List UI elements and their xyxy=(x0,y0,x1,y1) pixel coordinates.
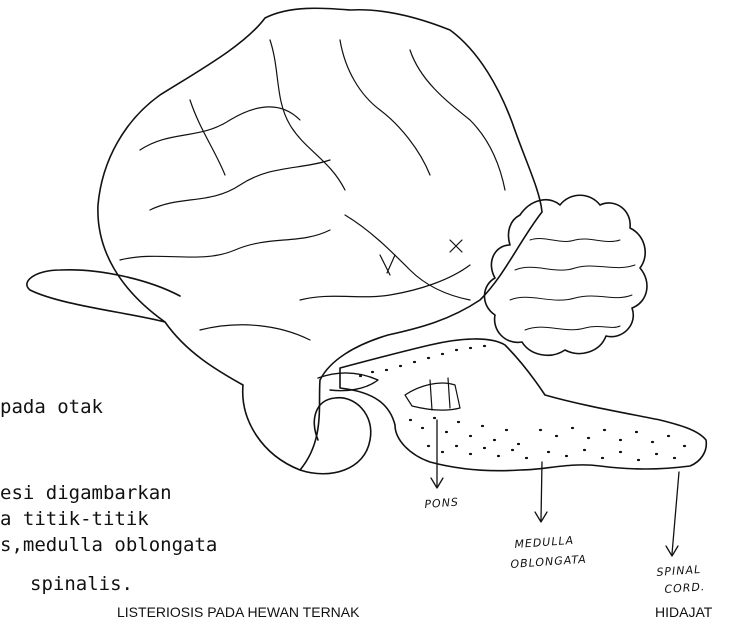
label-pons: PONS xyxy=(424,496,459,511)
lesion-stippling xyxy=(360,346,685,460)
caption-line-2: esi digambarkan xyxy=(0,484,172,503)
cerebellum-outline xyxy=(484,195,646,355)
pituitary xyxy=(300,398,371,474)
brainstem-outline xyxy=(340,339,706,471)
caption-line-1: pada otak xyxy=(0,398,103,417)
caption-line-3: a titik-titik xyxy=(0,510,149,529)
caption-line-5: spinalis. xyxy=(30,575,133,594)
footer-title: LISTERIOSIS PADA HEWAN TERNAK xyxy=(117,604,359,620)
caption-line-4: s,medulla oblongata xyxy=(0,536,217,555)
olfactory-bulb xyxy=(27,270,180,322)
footer-author: HIDAJAT xyxy=(655,604,712,620)
cerebrum-outline xyxy=(98,8,542,470)
